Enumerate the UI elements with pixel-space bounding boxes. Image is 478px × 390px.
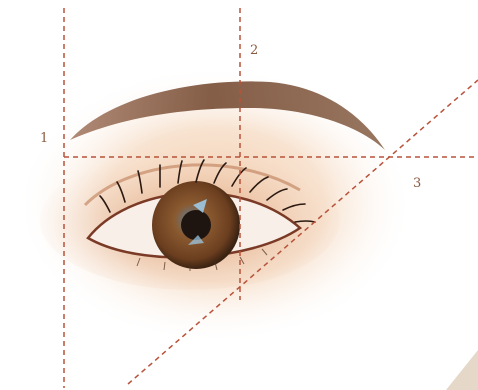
- corner-shade: [446, 350, 478, 390]
- pupil: [181, 210, 211, 240]
- guide-label-3: 3: [413, 176, 421, 191]
- guide-label-2: 2: [250, 43, 258, 58]
- guide-label-1: 1: [40, 131, 48, 146]
